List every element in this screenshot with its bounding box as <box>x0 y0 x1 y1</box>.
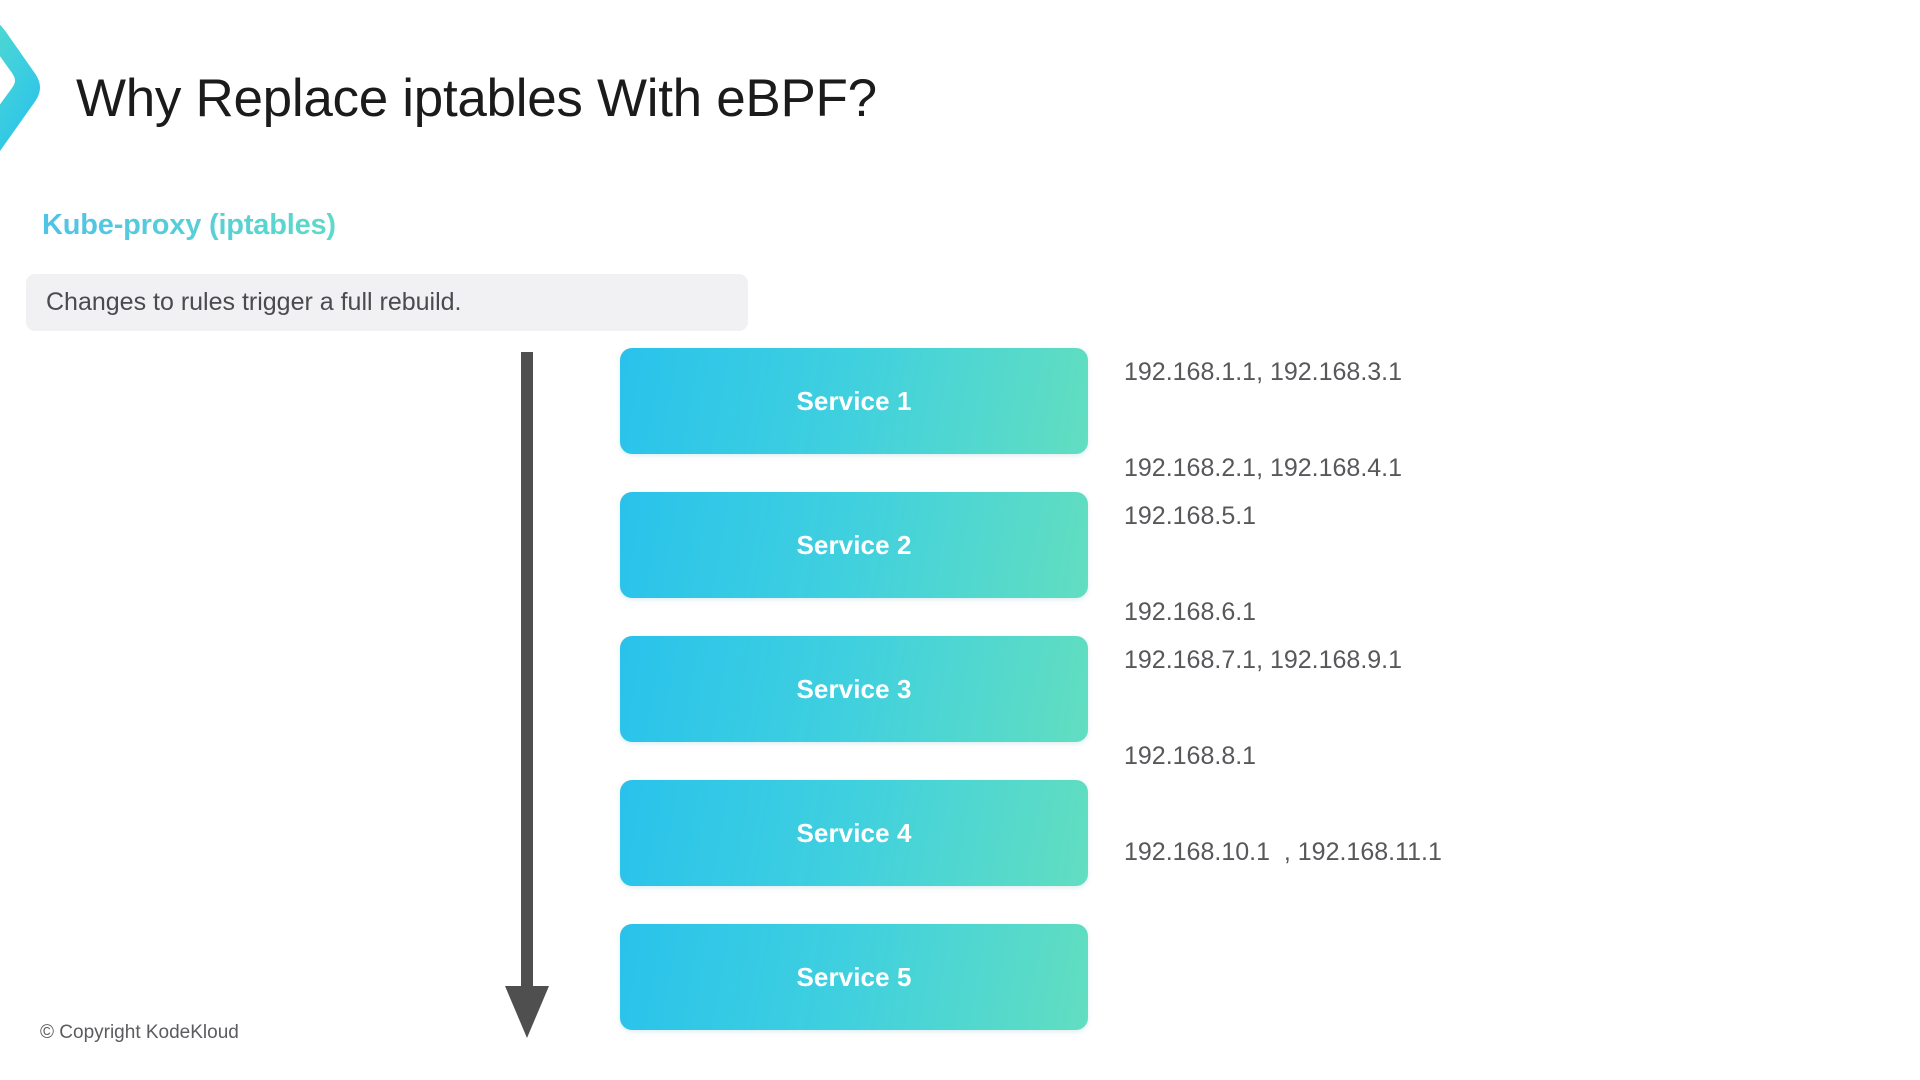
service-list: Service 1 192.168.1.1, 192.168.3.1 192.1… <box>620 348 1880 1068</box>
list-item: Service 1 192.168.1.1, 192.168.3.1 192.1… <box>620 348 1880 492</box>
ip-line: 192.168.8.1 <box>1124 742 1257 770</box>
service-ip-list: 192.168.1.1, 192.168.3.1 192.168.2.1, 19… <box>1124 292 1402 548</box>
page-title: Why Replace iptables With eBPF? <box>76 69 877 128</box>
note-box: Changes to rules trigger a full rebuild. <box>26 274 748 331</box>
service-label: Service 2 <box>796 529 912 560</box>
arrow-down-icon <box>505 352 549 1038</box>
ip-line: 192.168.2.1, 192.168.4.1 <box>1124 454 1403 482</box>
ip-line: 192.168.5.1 <box>1124 502 1257 530</box>
ip-line: 192.168.7.1, 192.168.9.1 <box>1124 646 1403 674</box>
list-item: Service 5 <box>620 924 1880 1068</box>
service-box[interactable]: Service 2 <box>620 492 1088 598</box>
footer-copyright: © Copyright KodeKloud <box>40 1022 239 1043</box>
service-ip-list: 192.168.5.1 192.168.6.1 <box>1124 436 1256 692</box>
service-box[interactable]: Service 3 <box>620 636 1088 742</box>
service-ip-list: 192.168.10.1 , 192.168.11.1 <box>1124 772 1442 932</box>
list-item: Service 4 192.168.10.1 , 192.168.11.1 <box>620 780 1880 924</box>
list-item: Service 3 192.168.7.1, 192.168.9.1 192.1… <box>620 636 1880 780</box>
service-box[interactable]: Service 1 <box>620 348 1088 454</box>
chevron-right-logo-icon <box>0 8 54 163</box>
list-item: Service 2 192.168.5.1 192.168.6.1 <box>620 492 1880 636</box>
section-heading: Kube-proxy (iptables) <box>42 209 336 241</box>
service-ip-list: 192.168.7.1, 192.168.9.1 192.168.8.1 <box>1124 580 1402 836</box>
service-label: Service 4 <box>796 817 912 848</box>
arrow-head <box>505 986 549 1038</box>
service-label: Service 5 <box>796 961 912 992</box>
service-label: Service 3 <box>796 673 912 704</box>
service-box[interactable]: Service 4 <box>620 780 1088 886</box>
note-text: Changes to rules trigger a full rebuild. <box>46 288 462 316</box>
ip-line: 192.168.6.1 <box>1124 598 1257 626</box>
ip-line: 192.168.10.1 , 192.168.11.1 <box>1124 838 1442 866</box>
ip-line: 192.168.1.1, 192.168.3.1 <box>1124 358 1403 386</box>
service-box[interactable]: Service 5 <box>620 924 1088 1030</box>
service-label: Service 1 <box>796 385 912 416</box>
arrow-shaft <box>521 352 533 997</box>
